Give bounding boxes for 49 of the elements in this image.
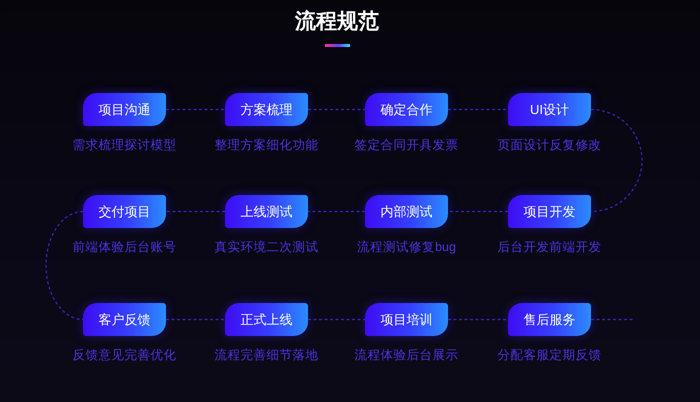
dashed-connector: [591, 318, 634, 320]
step-box: [225, 93, 308, 126]
step-box: [508, 93, 591, 126]
step-box: [225, 195, 308, 228]
step-description: 签定合同开具发票: [354, 137, 460, 153]
step-description: 整理方案细化功能: [214, 137, 320, 153]
step-title: 售后服务: [524, 312, 576, 328]
step-description: 流程体验后台展示: [354, 347, 460, 363]
step-box: [365, 303, 448, 336]
step-description: 真实环境二次测试: [214, 239, 320, 255]
step-title: UI设计: [530, 102, 569, 118]
step-description: 需求梳理探讨模型: [72, 137, 178, 153]
step-description: 流程完善细节落地: [214, 347, 320, 363]
dashed-connector: [308, 108, 365, 110]
title: 流程规范: [294, 8, 380, 35]
dashed-connector: [590, 108, 642, 212]
step-box: [508, 195, 591, 228]
step-title: 客户反馈: [98, 312, 150, 328]
dashed-connector: [166, 108, 225, 110]
step-title: 项目培训: [380, 312, 432, 328]
step-description: 页面设计反复修改: [496, 137, 602, 153]
step-title: 项目开发: [524, 204, 576, 220]
step-title: 项目沟通: [98, 102, 150, 118]
dashed-connector: [45, 210, 84, 320]
dashed-connector: [308, 210, 365, 212]
step-box: [225, 303, 308, 336]
step-title: 上线测试: [240, 204, 292, 220]
step-description: 后台开发前端开发: [496, 239, 602, 255]
dashed-connector: [448, 318, 508, 320]
dashed-connector: [166, 210, 225, 212]
step-box: [365, 93, 448, 126]
step-box: [508, 303, 591, 336]
step-box: [83, 195, 166, 228]
step-title: 方案梳理: [240, 102, 292, 118]
step-description: 前端体验后台账号: [72, 239, 178, 255]
dashed-connector: [448, 210, 508, 212]
step-box: [365, 195, 448, 228]
dashed-connector: [166, 318, 225, 320]
step-description: 流程测试修复bug: [356, 239, 457, 255]
step-title: 交付项目: [98, 204, 150, 220]
step-box: [83, 93, 166, 126]
step-title: 正式上线: [240, 312, 292, 328]
step-description: 分配客服定期反馈: [496, 347, 602, 363]
step-title: 内部测试: [380, 204, 432, 220]
dashed-connector: [308, 318, 365, 320]
step-description: 反馈意见完善优化: [72, 347, 178, 363]
step-title: 确定合作: [380, 102, 432, 118]
step-box: [83, 303, 166, 336]
dashed-connector: [448, 108, 508, 110]
